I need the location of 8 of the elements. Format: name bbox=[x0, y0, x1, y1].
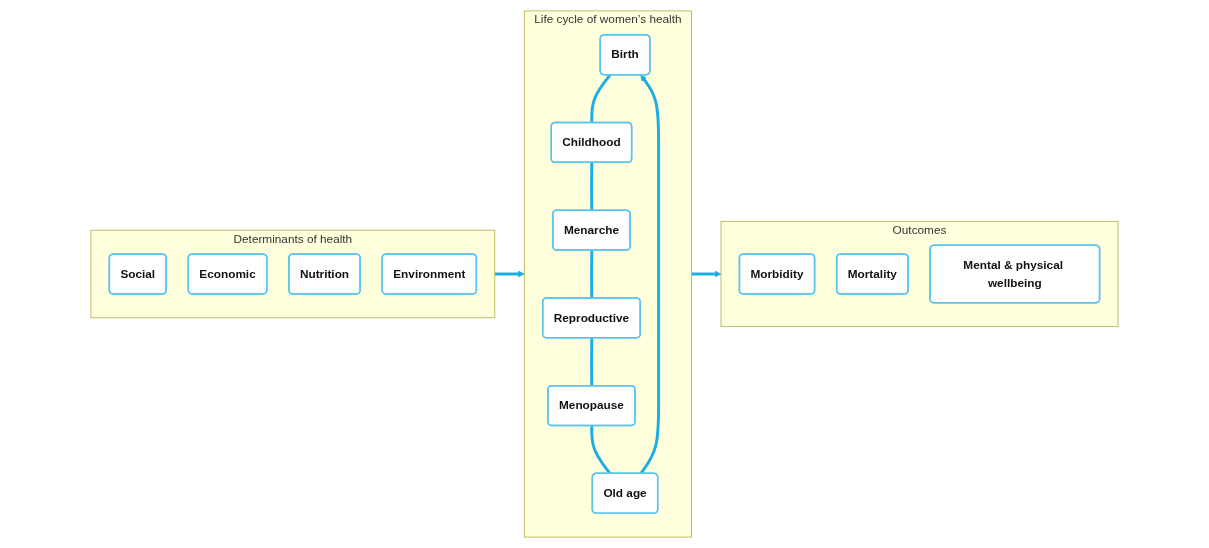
arrow bbox=[639, 74, 661, 475]
arrow bbox=[494, 270, 525, 278]
connector bbox=[590, 250, 594, 299]
connector bbox=[590, 74, 612, 123]
arrow bbox=[691, 270, 722, 278]
connector bbox=[590, 162, 594, 211]
connector bbox=[590, 338, 594, 387]
connector bbox=[590, 425, 612, 475]
